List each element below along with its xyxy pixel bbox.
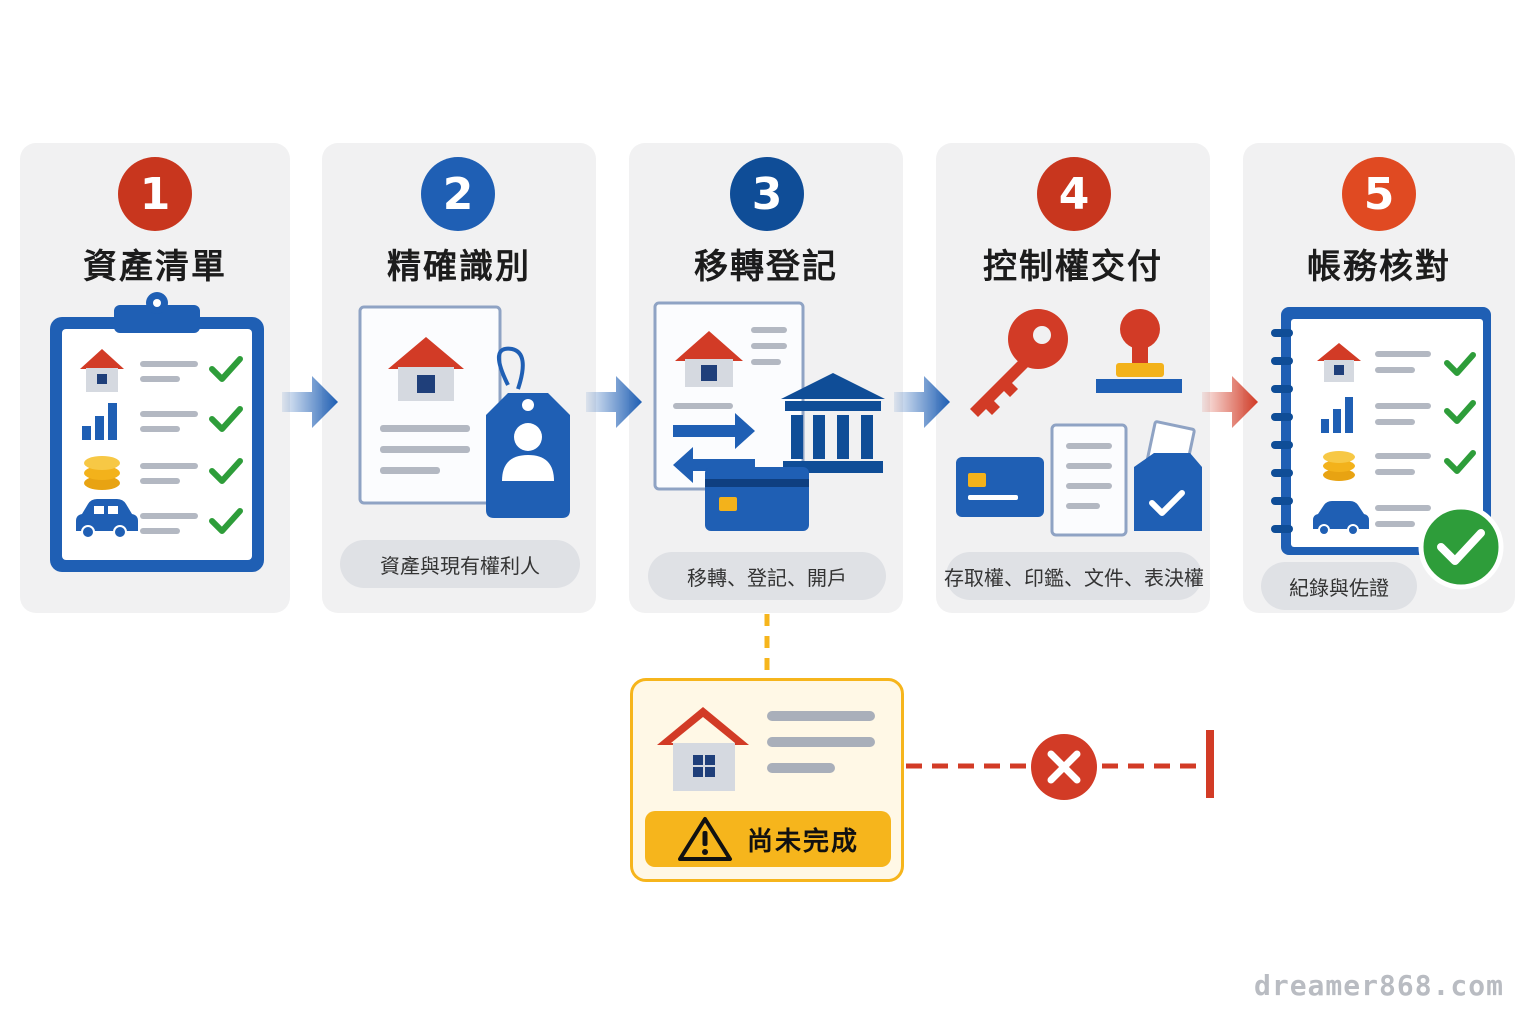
house-icon [657, 707, 749, 791]
step-title: 帳務核對 [1307, 247, 1451, 287]
pending-status-bar: 尚未完成 [645, 811, 891, 867]
step-number-badge: 3 [730, 157, 804, 231]
arrow-right-icon [1202, 376, 1258, 428]
step-caption: 存取權、印鑑、文件、表決權 [944, 552, 1204, 600]
arrow-right-icon [894, 376, 950, 428]
transfer-registration-icon [653, 301, 885, 531]
step-card-5: 5 帳務核對 紀錄與佐證 [1243, 143, 1515, 613]
step-card-3: 3 移轉登記 移轉、登記、開戶 [629, 143, 903, 613]
step-card-4: 4 控制權交付 存取權、印鑑、文件、表決權 [936, 143, 1210, 613]
arrow-right-icon [282, 376, 338, 428]
blocked-path-line [906, 730, 1214, 798]
pending-connector-line [764, 614, 770, 680]
pending-status-label: 尚未完成 [746, 826, 859, 857]
blocked-x-icon [1031, 734, 1097, 800]
step-title: 資產清單 [83, 247, 227, 287]
clipboard-checklist-icon [50, 292, 264, 572]
document-owner-tag-icon [358, 305, 570, 518]
step-number-badge: 2 [421, 157, 495, 231]
arrow-right-icon [586, 376, 642, 428]
step-number-badge: 5 [1342, 157, 1416, 231]
step-title: 移轉登記 [694, 247, 838, 287]
step-number-badge: 4 [1037, 157, 1111, 231]
step-caption: 資產與現有權利人 [340, 540, 580, 588]
pending-asset-card: 尚未完成 [630, 678, 904, 882]
step-title: 精確識別 [387, 247, 531, 287]
warning-icon [677, 817, 732, 861]
step-number-badge: 1 [118, 157, 192, 231]
step-card-1: 1 資產清單 [20, 143, 290, 613]
control-handover-icon [956, 309, 1202, 537]
text-lines-icon [767, 711, 875, 773]
step-caption: 移轉、登記、開戶 [648, 552, 886, 600]
ledger-notebook-icon [1271, 307, 1504, 590]
step-caption: 紀錄與佐證 [1261, 562, 1417, 610]
step-card-2: 2 精確識別 資產與現有權利人 [322, 143, 596, 613]
step-title: 控制權交付 [983, 247, 1163, 287]
watermark: dreamer868.com [1253, 969, 1504, 1002]
